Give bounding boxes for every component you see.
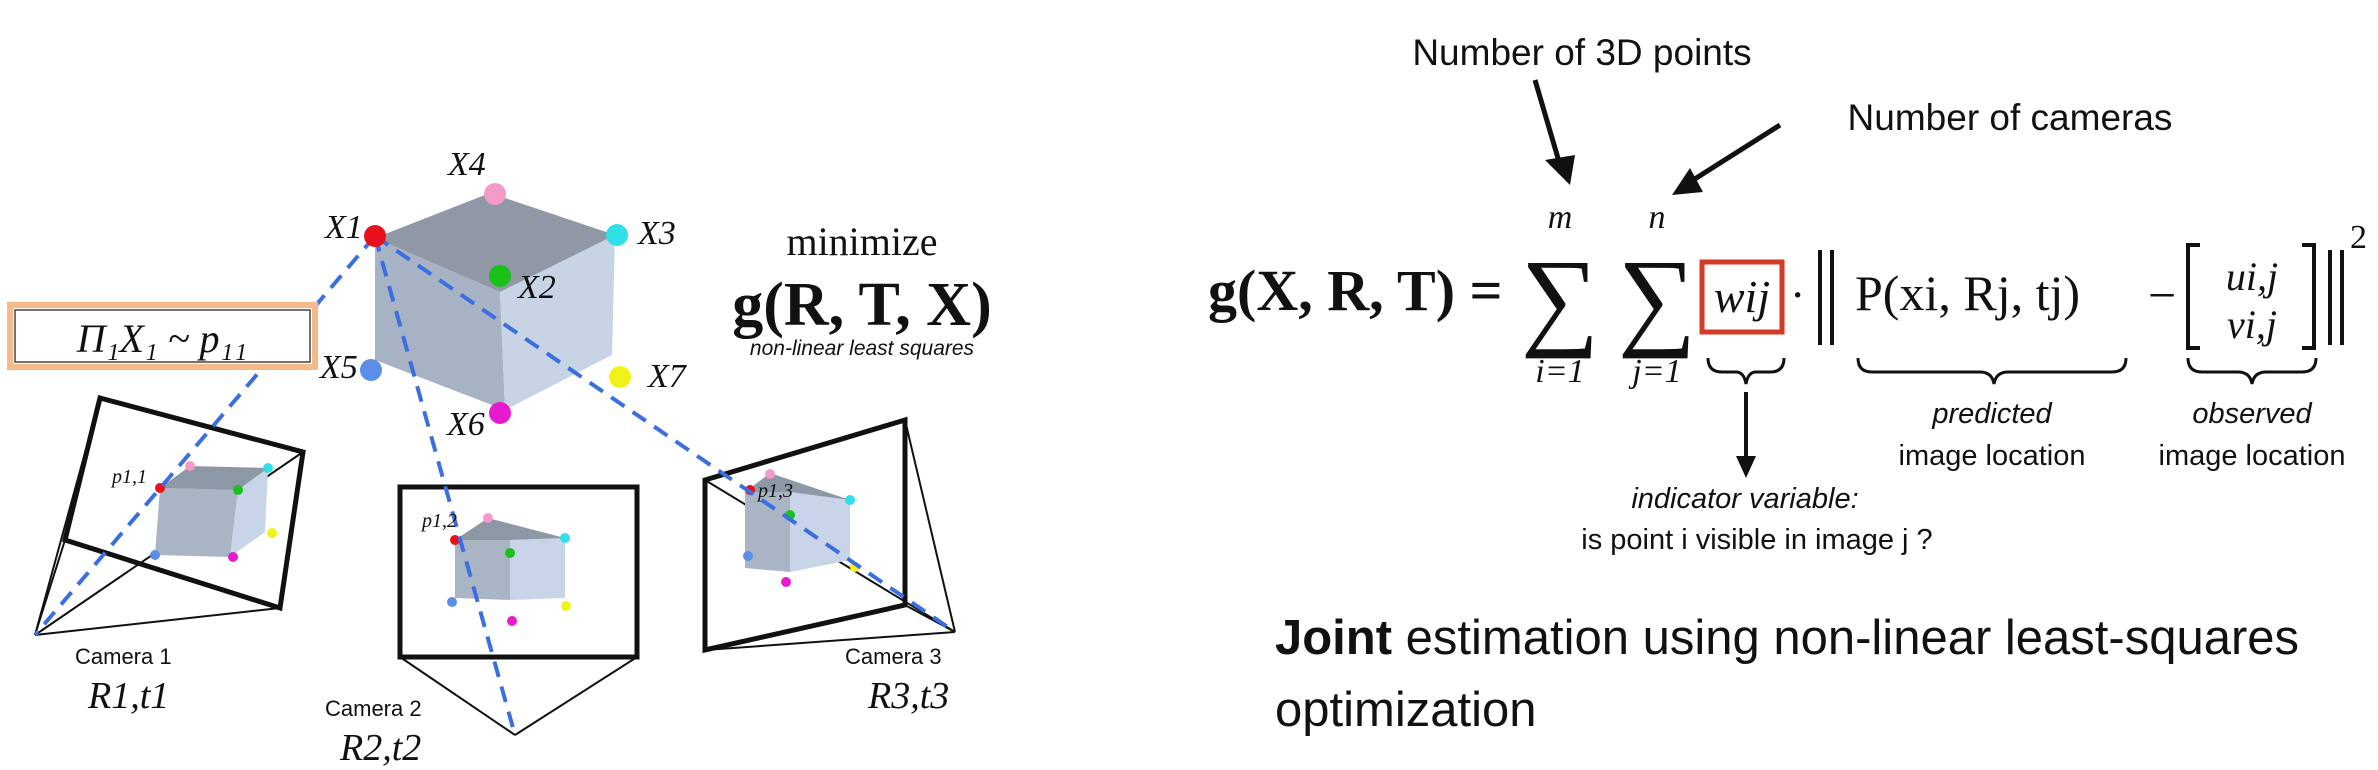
camera-1-image-cube — [150, 461, 277, 562]
camera-2-pose: R2,t2 — [339, 727, 421, 769]
sum2-bottom: j=1 — [1628, 353, 1681, 390]
camera-2-label: Camera 2 — [325, 696, 422, 721]
observed-label-1: observed — [2192, 398, 2312, 430]
exponent: 2 — [2350, 219, 2367, 256]
camera-3-label: Camera 3 — [845, 644, 942, 669]
objective-subtitle: non-linear least squares — [750, 337, 975, 360]
label-x4: X4 — [446, 146, 486, 183]
label-x2: X2 — [516, 269, 556, 306]
point-x6 — [489, 402, 511, 424]
camera-2-frustum — [397, 484, 640, 736]
label-x6: X6 — [445, 406, 485, 443]
observed-label-2: image location — [2159, 440, 2346, 472]
label-p11: p1,1 — [110, 466, 147, 488]
sum2-top: n — [1649, 199, 1666, 236]
label-x3: X3 — [636, 215, 676, 252]
label-p13: p1,3 — [756, 480, 793, 502]
predicted-label-1: predicted — [1931, 398, 2052, 430]
3d-cube — [375, 193, 615, 410]
label-p12: p1,2 — [420, 510, 457, 532]
camera-3-pose: R3,t3 — [867, 675, 949, 717]
indicator-arrowhead — [1736, 456, 1756, 478]
obs-u: ui,j — [2226, 254, 2278, 299]
dot-operator: · — [1790, 269, 1805, 320]
projection-term: P(xi, Rj, tj) — [1855, 265, 2080, 321]
indicator-label-1: indicator variable: — [1631, 483, 1858, 515]
sum1-sigma: ∑ — [1521, 237, 1599, 359]
label-x5: X5 — [318, 349, 358, 386]
objective-text: minimize g(R, T, X) non-linear least squ… — [732, 219, 991, 360]
caption-bold: Joint — [1275, 611, 1393, 665]
camera-labels: Camera 1 R1,t1 Camera 2 R2,t2 Camera 3 R… — [75, 644, 949, 769]
projection-rays — [33, 234, 957, 736]
cube-points — [360, 183, 631, 424]
sum2-sigma: ∑ — [1618, 237, 1696, 359]
sum1-bottom: i=1 — [1535, 353, 1584, 390]
projection-equation: Π₁X₁ ~ p₁₁ — [7, 302, 318, 370]
cost-function-figure: Number of 3D points Number of cameras g(… — [1208, 32, 2367, 556]
callout-3d-points: Number of 3D points — [1412, 32, 1751, 73]
svg-text:Π₁X₁ ~ p₁₁: Π₁X₁ ~ p₁₁ — [76, 316, 248, 361]
caption-rest: estimation using non-linear least-square… — [1275, 611, 2300, 737]
predicted-label-2: image location — [1899, 440, 2086, 472]
label-x7: X7 — [646, 358, 688, 395]
camera-1-label: Camera 1 — [75, 644, 172, 669]
camera-2-image-cube — [447, 513, 571, 626]
caption: Joint estimation using non-linear least-… — [1275, 602, 2365, 746]
sfm-scene: X4 X1 X3 X2 X5 X7 X6 p1,1 p1,2 p1,3 Π₁X₁… — [7, 146, 992, 769]
sum1-top: m — [1548, 199, 1573, 236]
minimize-label: minimize — [786, 219, 937, 264]
obs-v: vi,j — [2227, 302, 2277, 347]
camera-1-pose: R1,t1 — [87, 675, 169, 717]
indicator-label-2: is point i visible in image j ? — [1581, 524, 1932, 556]
weight-box — [1699, 259, 1785, 335]
point-x3 — [606, 224, 628, 246]
point-x4 — [484, 183, 506, 205]
objective-function: g(R, T, X) — [732, 271, 991, 339]
weight-term: wij — [1714, 271, 1770, 322]
equation-lhs: g(X, R, T) = — [1208, 258, 1503, 323]
point-x5 — [360, 359, 382, 381]
minus-operator: − — [2148, 267, 2176, 323]
point-x1 — [364, 225, 386, 247]
point-x7 — [609, 366, 631, 388]
underbraces — [1706, 357, 2318, 385]
label-x1: X1 — [323, 209, 363, 246]
callout-arrows — [1532, 79, 1782, 195]
callout-cameras: Number of cameras — [1848, 97, 2173, 138]
point-x2 — [489, 265, 511, 287]
